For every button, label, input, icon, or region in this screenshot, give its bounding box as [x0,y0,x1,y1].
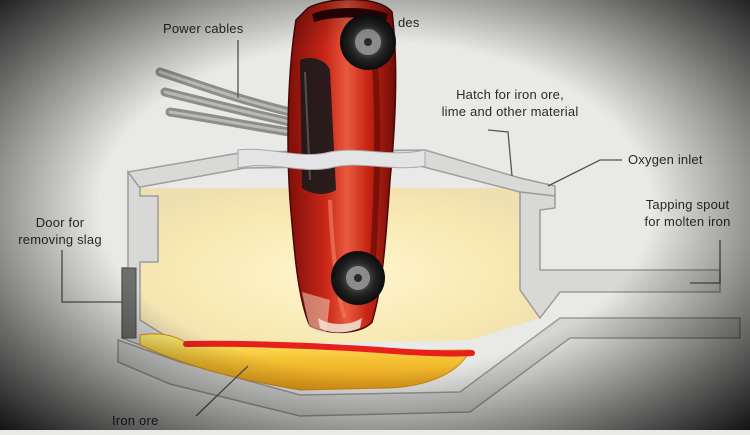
label-hatch: Hatch for iron ore, lime and other mater… [410,86,610,120]
car-wheel-bottom [331,251,385,305]
power-cables-icon [155,67,295,137]
label-tapping-line1: Tapping spout [645,197,730,212]
label-tapping-line2: for molten iron [644,214,731,229]
label-door-line2: removing slag [18,232,102,247]
label-oxygen-inlet: Oxygen inlet [628,152,703,167]
label-power-cables: Power cables [163,21,244,36]
label-electrodes-partial: des [398,15,420,30]
label-door-line1: Door for [35,215,85,230]
label-iron-ore: Iron ore [112,413,159,428]
label-tapping-spout: Tapping spout for molten iron [625,196,750,230]
car-wheel-top [340,14,396,70]
label-slag-door: Door for removing slag [0,214,120,248]
label-hatch-line2: lime and other material [441,104,579,119]
label-hatch-line1: Hatch for iron ore, [456,87,564,102]
slag-door [121,267,137,339]
